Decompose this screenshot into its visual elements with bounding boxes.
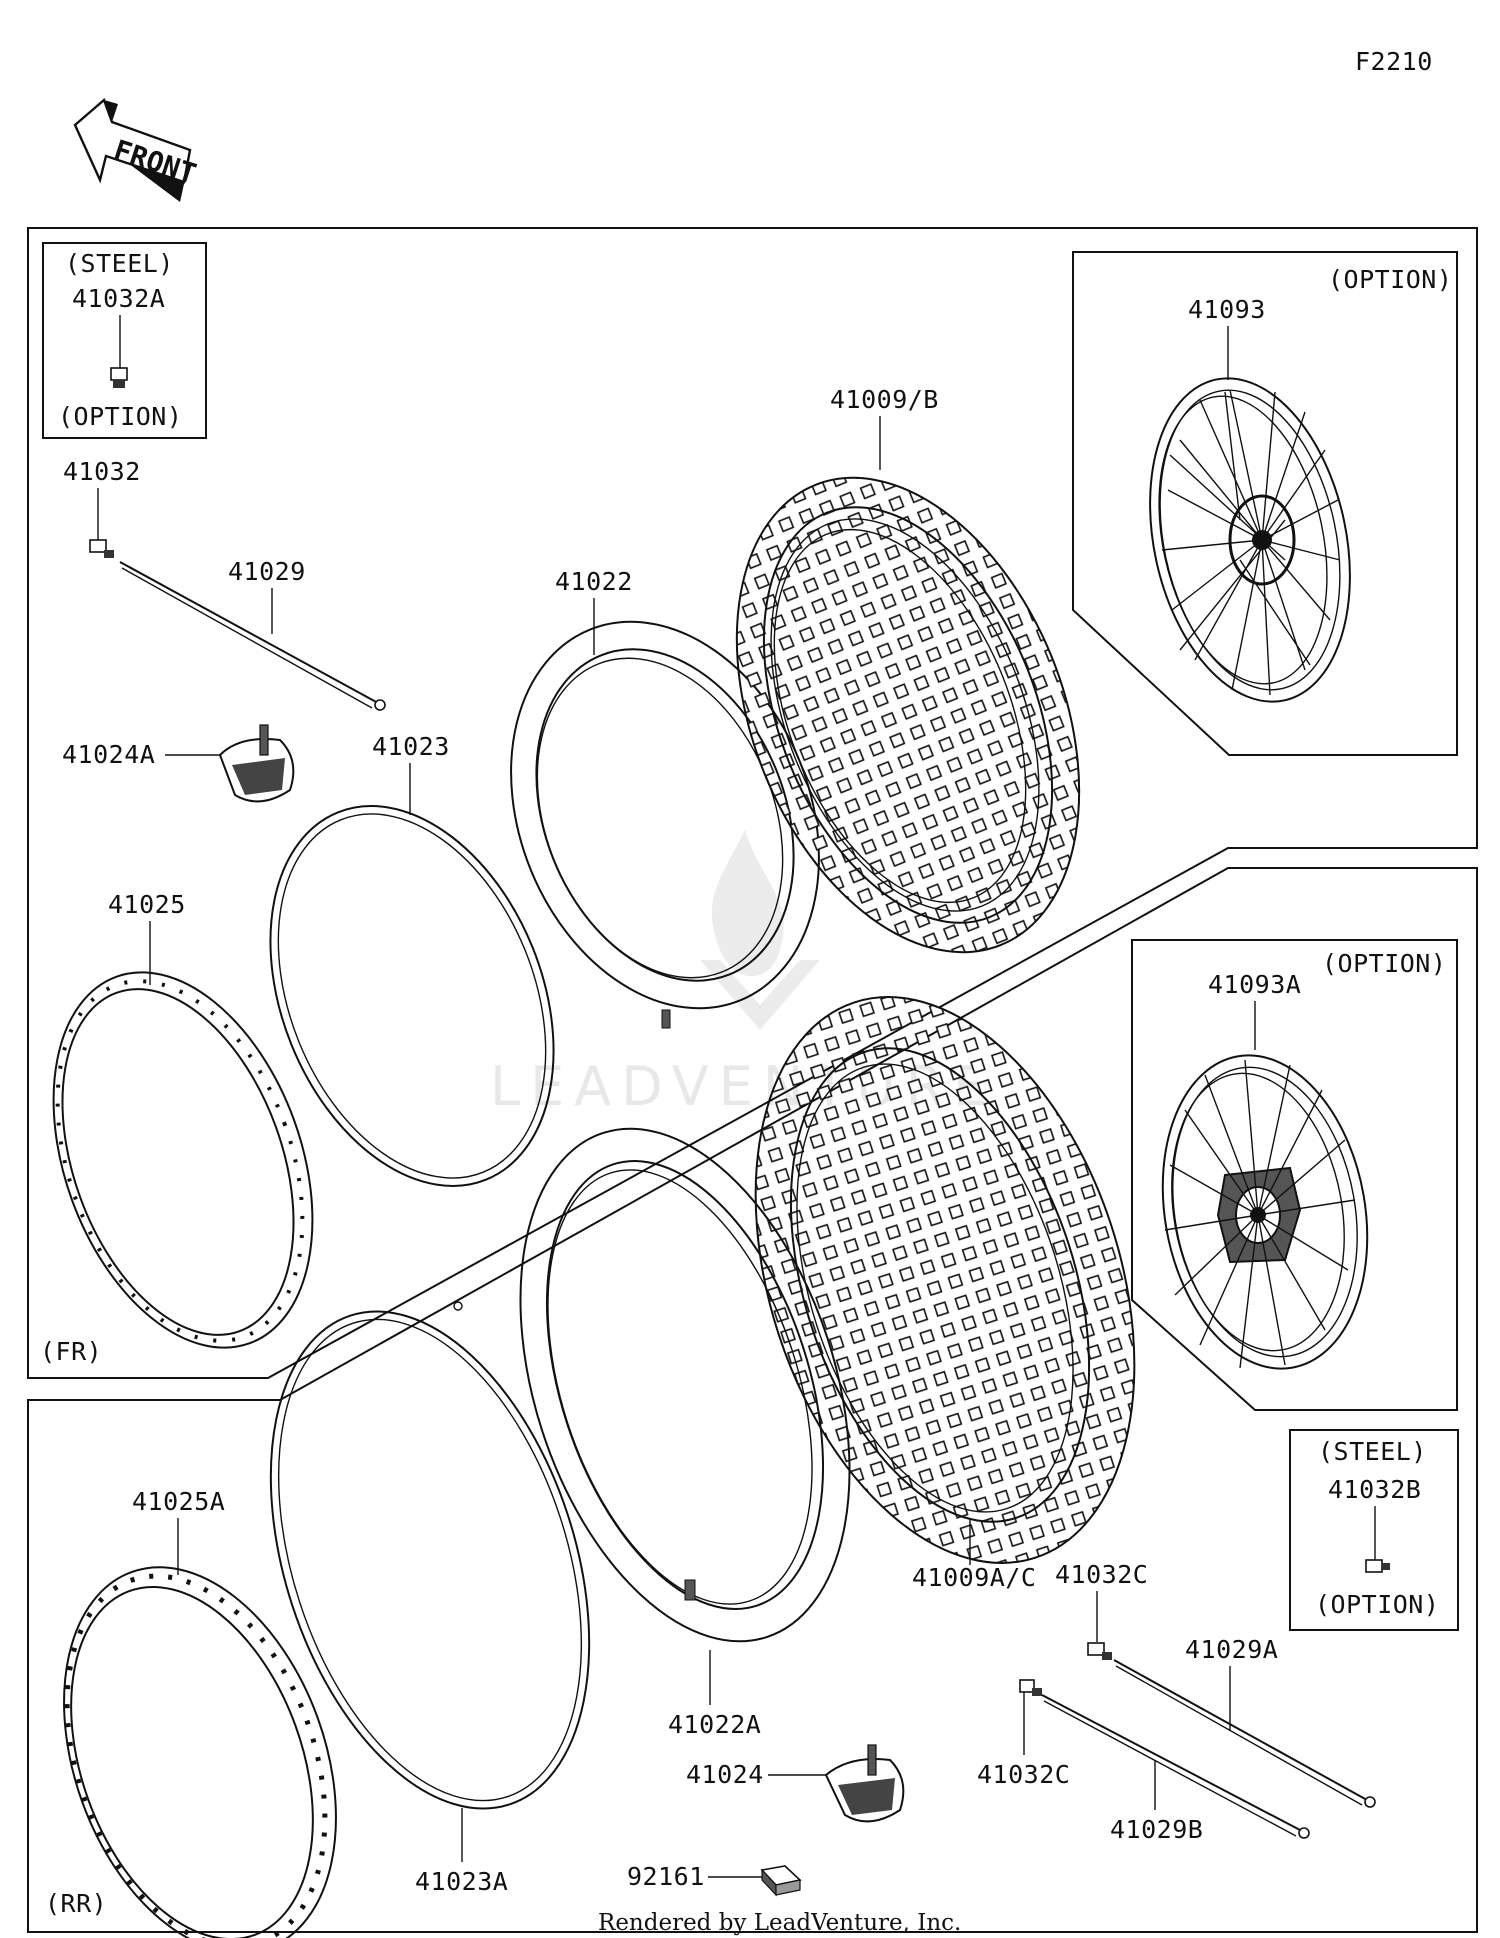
inset-steel-front-bottom: (OPTION) — [58, 402, 182, 431]
label-41024A: 41024A — [62, 740, 155, 769]
label-41009B: 41009/B — [830, 385, 939, 414]
inset-wheel-rear-tag: (OPTION) — [1322, 949, 1446, 978]
label-41022: 41022 — [555, 567, 633, 596]
inset-steel-front-part: 41032A — [72, 284, 165, 313]
footer-credit: Rendered by LeadVenture, Inc. — [598, 1910, 961, 1936]
part-41032: 41032 — [63, 457, 141, 558]
spoked-wheel-front-icon — [1149, 377, 1351, 703]
inset-steel-front-top: (STEEL) — [65, 249, 174, 278]
label-41029: 41029 — [228, 557, 306, 586]
inset-wheel-rear-part: 41093A — [1208, 970, 1301, 999]
part-92161: 92161 — [627, 1862, 802, 1897]
part-41024A: 41024A — [62, 724, 295, 803]
part-41029A: 41029A — [1113, 1635, 1376, 1808]
label-41023: 41023 — [372, 732, 450, 761]
valve-cap-icon — [110, 367, 128, 388]
inset-steel-front: (STEEL) 41032A (OPTION) — [42, 242, 207, 439]
valve-cap-icon — [1365, 1559, 1390, 1573]
label-92161: 92161 — [627, 1862, 705, 1891]
section-label-rear: (RR) — [45, 1889, 107, 1918]
label-41024: 41024 — [686, 1760, 764, 1789]
label-41025: 41025 — [108, 890, 186, 919]
part-41025: 41025 — [52, 890, 314, 1349]
part-41009AC: 41009A/C — [754, 996, 1136, 1592]
label-41009AC: 41009A/C — [912, 1563, 1036, 1592]
part-41032C-upper: 41032C — [1055, 1560, 1148, 1660]
part-41025A: 41025A — [63, 1487, 337, 1938]
inset-steel-rear-bottom: (OPTION) — [1315, 1590, 1439, 1619]
label-41025A: 41025A — [132, 1487, 225, 1516]
label-41023A: 41023A — [415, 1867, 508, 1896]
part-41023: 41023 — [269, 732, 555, 1187]
label-41032C-lower: 41032C — [977, 1760, 1070, 1789]
inset-steel-rear-part: 41032B — [1328, 1475, 1421, 1504]
label-41032C-upper: 41032C — [1055, 1560, 1148, 1589]
inset-wheel-rear: (OPTION) 41093A — [1131, 939, 1458, 1411]
part-41009B: 41009/B — [735, 385, 1081, 954]
part-41024: 41024 — [686, 1744, 905, 1823]
label-41022A: 41022A — [668, 1710, 761, 1739]
label-41029B: 41029B — [1110, 1815, 1203, 1844]
inset-wheel-front-tag: (OPTION) — [1328, 265, 1452, 294]
part-41029: 41029 — [119, 557, 386, 711]
front-section-frame — [27, 227, 1478, 1379]
part-41032C-lower: 41032C — [977, 1679, 1070, 1789]
inset-steel-rear: (STEEL) 41032B (OPTION) — [1289, 1429, 1459, 1631]
inset-wheel-front-part: 41093 — [1188, 295, 1266, 324]
inset-steel-rear-top: (STEEL) — [1318, 1437, 1427, 1466]
part-41022A: 41022A — [519, 1127, 851, 1739]
part-41023A: 41023A — [269, 1301, 591, 1896]
figure-code: F2210 — [1355, 47, 1433, 76]
rear-section-frame — [27, 867, 1478, 1933]
label-41029A: 41029A — [1185, 1635, 1278, 1664]
spoked-wheel-rear-icon — [1161, 1054, 1369, 1370]
section-label-front: (FR) — [40, 1337, 102, 1366]
label-41032: 41032 — [63, 457, 141, 486]
inset-wheel-front: (OPTION) 41093 — [1072, 251, 1458, 756]
part-41029B: 41029B — [1041, 1694, 1310, 1844]
front-arrow-icon: FRONT — [73, 97, 200, 202]
